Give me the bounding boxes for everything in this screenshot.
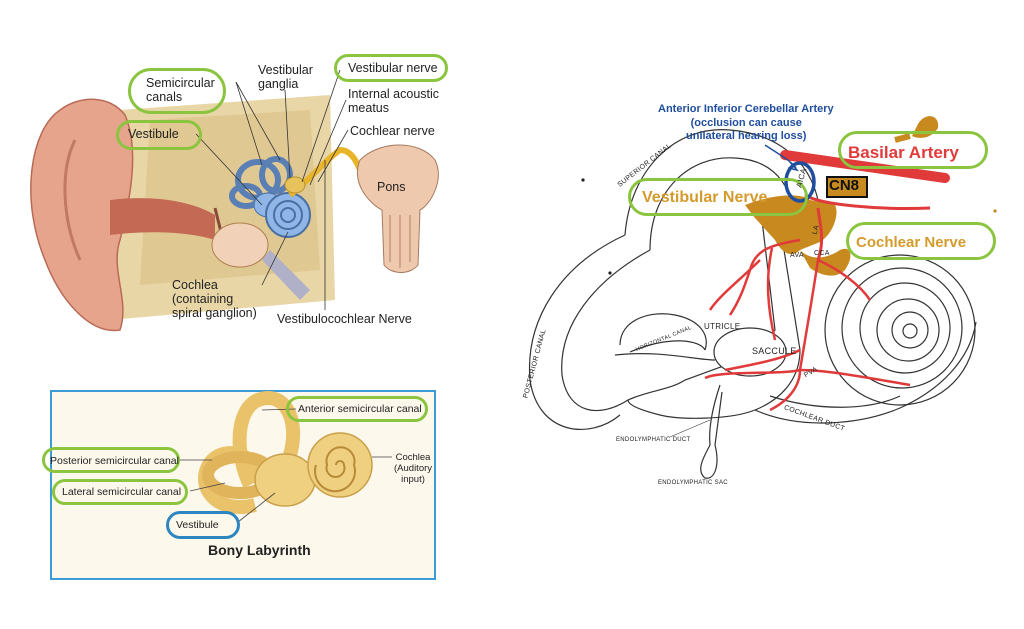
aica-title: Anterior Inferior Cerebellar Artery [658, 103, 834, 115]
ear-anatomy-illustration [30, 69, 439, 332]
label-cochlear-nerve-right: Cochlear Nerve [856, 234, 967, 251]
label-utricle: UTRICLE [704, 322, 741, 331]
label-pons: Pons [377, 180, 406, 194]
label-cn8: CN8 [829, 177, 860, 194]
cn8-box [826, 176, 868, 198]
lateral-canal-highlight [52, 479, 188, 505]
posterior-canal-highlight [42, 447, 180, 473]
label-anterior-semicircular-canal: Anterior semicircular canal [298, 403, 422, 415]
bony-labyrinth-illustration [180, 391, 392, 523]
vestibule-highlight [116, 120, 202, 150]
label-internal-acoustic-meatus: Internal acoustic meatus [348, 87, 440, 115]
basilar-artery-highlight [838, 131, 988, 169]
label-ava: AVA [790, 252, 804, 259]
vestibular-nerve-highlight [334, 54, 448, 82]
label-vestibular-nerve-right: Vestibular Nerve [642, 189, 768, 206]
anterior-canal-highlight [286, 396, 428, 422]
semicircular-canals-highlight [128, 68, 226, 114]
label-endolymphatic-sac: ENDOLYMPHATIC SAC [658, 480, 728, 486]
label-vestibule: Vestibule [128, 127, 179, 141]
label-semicircular-canals: Semicircular canals [146, 76, 215, 104]
bony-labyrinth-title: Bony Labyrinth [208, 542, 311, 558]
label-vestibulocochlear-nerve: Vestibulocochlear Nerve [277, 312, 412, 326]
aica-note: (occlusion can cause unilateral hearing … [686, 117, 807, 142]
vestibule-blue-highlight [166, 511, 240, 539]
label-bony-cochlea: Cochlea (Auditory input) [394, 452, 433, 485]
label-vestibular-ganglia: Vestibular ganglia [258, 63, 313, 91]
label-lateral-semicircular-canal: Lateral semicircular canal [62, 486, 182, 498]
label-cochlea: Cochlea (containing spiral ganglion) [172, 278, 257, 320]
label-cca: CCA [814, 250, 830, 257]
cochlear-nerve-right-highlight [846, 222, 996, 260]
label-basilar-artery: Basilar Artery [848, 143, 959, 162]
label-endolymphatic-duct: ENDOLYMPHATIC DUCT [616, 437, 691, 443]
label-cochlear-nerve: Cochlear nerve [350, 124, 435, 138]
vestibular-nerve-right-highlight [628, 178, 808, 216]
label-saccule: SACCULE [752, 346, 797, 356]
membranous-labyrinth-illustration [528, 116, 997, 479]
label-vestibular-nerve: Vestibular nerve [348, 61, 438, 75]
label-bony-vestibule: Vestibule [176, 519, 219, 531]
label-posterior-semicircular-canal: Posterior semicircular canal [50, 455, 179, 467]
